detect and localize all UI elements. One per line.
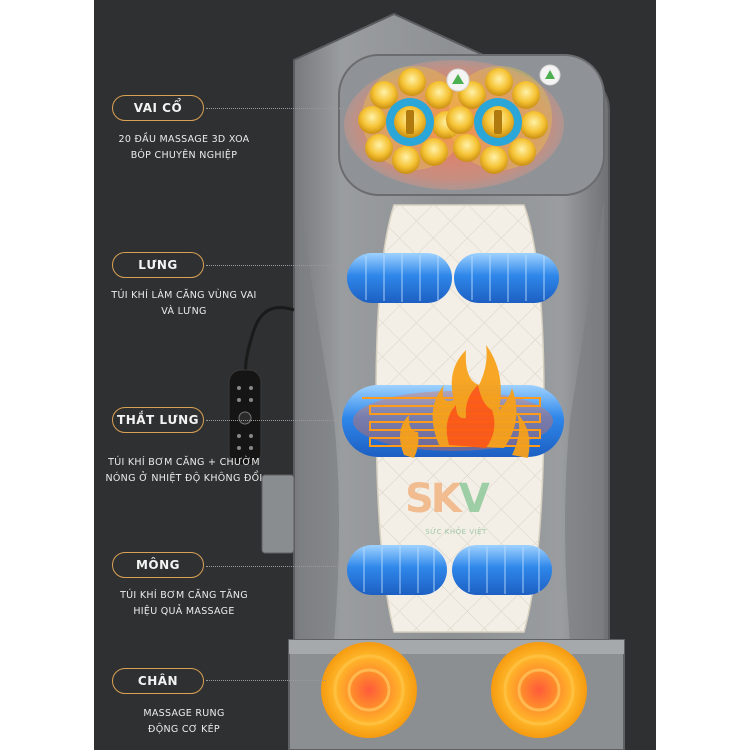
back-airbag-left: [347, 253, 452, 303]
heat-flame: [400, 345, 530, 458]
leader-line: [206, 108, 354, 109]
back-airbag-right: [454, 253, 559, 303]
hip-airbag-left: [347, 545, 447, 595]
neck-roller-right: [446, 66, 552, 174]
label-that-lung: THẮT LƯNG: [112, 407, 204, 433]
control-box: [261, 474, 295, 554]
label-vai-co: VAI CỔ: [112, 95, 204, 121]
massage-mat-illustration: [228, 12, 625, 750]
foot-vibration-right: [491, 642, 587, 738]
brand-logo: SKV SỨC KHỎE VIỆT: [405, 476, 490, 536]
leader-line: [206, 420, 342, 421]
leader-line: [206, 680, 326, 681]
hip-airbag-right: [452, 545, 552, 595]
label-lung: LƯNG: [112, 252, 204, 278]
neck-roller-left: [358, 66, 466, 174]
foot-vibration-left: [321, 642, 417, 738]
leader-line: [206, 566, 346, 567]
leader-line: [206, 265, 346, 266]
label-chan: CHÂN: [112, 668, 204, 694]
label-mong: MÔNG: [112, 552, 204, 578]
remote-control: [228, 369, 262, 466]
